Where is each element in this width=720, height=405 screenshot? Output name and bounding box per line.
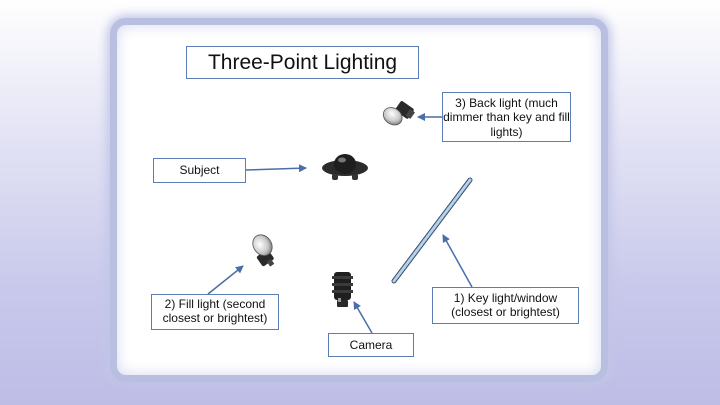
- fill-light-label: 2) Fill light (second closest or brighte…: [151, 294, 279, 330]
- fill-light-arrow: [207, 265, 244, 295]
- camera-arrow: [353, 301, 373, 334]
- key-light-arrow: [442, 234, 473, 288]
- subject-figure-icon: [322, 154, 368, 180]
- subject-arrow: [245, 164, 307, 173]
- key-light-label: 1) Key light/window (closest or brightes…: [432, 287, 579, 324]
- fill-light-icon: [252, 234, 275, 267]
- back-light-label: 3) Back light (much dimmer than key and …: [442, 92, 571, 142]
- camera-label: Camera: [328, 333, 414, 357]
- camera-icon: [332, 272, 353, 307]
- back-light-icon: [382, 101, 415, 126]
- window-key-light-icon: [391, 177, 473, 284]
- diagram-title: Three-Point Lighting: [186, 46, 419, 79]
- subject-label: Subject: [153, 158, 246, 183]
